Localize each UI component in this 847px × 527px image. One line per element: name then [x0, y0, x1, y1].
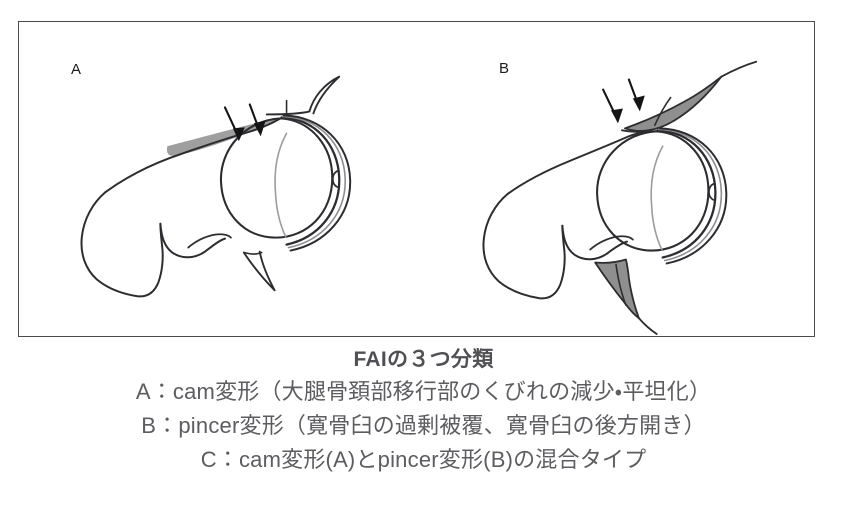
- panel-pincer-deformity: B: [417, 22, 814, 336]
- panel-label-a: A: [71, 61, 82, 78]
- panel-label-b: B: [499, 60, 510, 77]
- femoral-neck-superior-contour: [104, 117, 282, 193]
- pincer-posterior-rim-shading: [594, 258, 640, 320]
- greater-trochanter-outline: [482, 192, 566, 300]
- intertrochanteric-contour: [561, 224, 628, 261]
- femoral-head-outline: [219, 117, 334, 239]
- femoral-head-outline: [596, 130, 710, 252]
- acetabular-arc-inner: [280, 116, 341, 246]
- pincer-arrow-left: [602, 88, 623, 124]
- cam-arrow-left: [223, 106, 245, 142]
- acetabular-arc-outer: [658, 127, 728, 265]
- caption-line-a: A：cam変形（大腿骨頚部移行部のくびれの減少・平坦化）: [135, 379, 712, 404]
- acetabular-notch: [708, 183, 715, 201]
- acetabular-notch: [331, 170, 339, 188]
- cam-deformity-illustration: [80, 75, 352, 298]
- panel-cam-deformity: A: [19, 22, 417, 336]
- superior-labrum: [265, 75, 341, 116]
- pincer-arrow-right: [627, 78, 645, 112]
- inferior-labrum-base: [243, 251, 263, 255]
- caption-line-b: B：pincer変形（寛骨臼の過剰被覆、寛骨臼の後方開き）: [141, 413, 706, 438]
- acetabular-arc-outer: [282, 114, 352, 252]
- greater-trochanter-outline: [80, 190, 164, 298]
- acetabular-arc-middle: [281, 115, 346, 249]
- inferior-labrum: [242, 250, 276, 292]
- posterior-rim-tail: [637, 317, 658, 335]
- head-neck-junction-line: [650, 145, 664, 251]
- cam-bump-shading: [166, 118, 281, 156]
- intertrochanteric-contour: [159, 222, 226, 259]
- lesser-trochanter-contour: [589, 235, 634, 251]
- cam-arrow-right: [248, 103, 266, 137]
- pincer-deformity-illustration: [482, 60, 758, 335]
- lesser-trochanter-contour: [187, 233, 232, 249]
- head-neck-junction-line: [274, 132, 288, 238]
- caption-title: FAIの３つ分類: [353, 348, 494, 371]
- figure-caption: FAIの３つ分類 A：cam変形（大腿骨頚部移行部のくびれの減少・平坦化） B：…: [0, 345, 847, 477]
- pincer-superior-rim-divider: [653, 96, 672, 127]
- pincer-posterior-rim-divider: [615, 263, 627, 306]
- caption-line-c: C：cam変形(A)とpincer変形(B)の混合タイプ: [200, 447, 647, 472]
- acetabular-arc-inner: [656, 129, 717, 259]
- superior-labrum-line: [720, 60, 758, 78]
- femoral-neck-superior-contour: [506, 130, 658, 195]
- acetabular-arc-middle: [657, 128, 723, 262]
- illustration-frame: A: [18, 21, 815, 337]
